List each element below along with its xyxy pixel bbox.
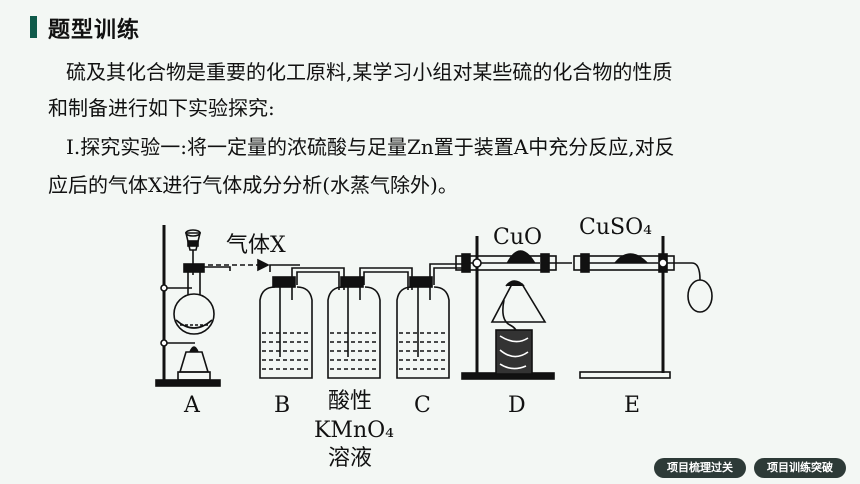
bottle-c: [396, 276, 450, 379]
label-d: D: [508, 393, 526, 418]
apparatus-d: CuO: [455, 225, 572, 380]
paragraph-1-line-1: 硫及其化合物是重要的化工原料,某学习小组对某些硫的化合物的性质: [66, 60, 673, 84]
label-c: C: [414, 393, 431, 418]
gas-x-label: 气体X: [226, 233, 286, 258]
cuso4-label: CuSO₄: [579, 215, 652, 240]
section-heading: 题型训练: [48, 17, 141, 43]
nav-button-practice[interactable]: 项目训练突破: [754, 458, 846, 478]
heading-accent-bar: [30, 16, 37, 38]
kmno4-label-line-3: 溶液: [328, 446, 372, 471]
label-b: B: [274, 393, 290, 418]
kmno4-label-line-1: 酸性: [328, 389, 372, 414]
cuo-label: CuO: [493, 225, 542, 250]
paragraph-2-line-2: 应后的气体X进行气体成分分析(水蒸气除外)。: [48, 173, 458, 197]
gas-x-arrow: 气体X: [208, 233, 286, 272]
label-e: E: [624, 393, 640, 418]
bottle-b: [259, 276, 313, 379]
bottle-kmno4: [327, 276, 381, 379]
connecting-tubes: [269, 263, 462, 290]
paragraph-1-line-2: 和制备进行如下实验探究:: [48, 96, 275, 120]
label-a: A: [183, 393, 201, 418]
apparatus-a: [155, 225, 231, 387]
nav-button-review[interactable]: 项目梳理过关: [654, 458, 746, 478]
apparatus-e: CuSO₄: [573, 215, 713, 379]
kmno4-label-line-2: KMnO₄: [314, 418, 394, 443]
paragraph-2-line-1: Ⅰ.探究实验一:将一定量的浓硫酸与足量Zn置于装置A中充分反应,对反: [66, 135, 675, 159]
